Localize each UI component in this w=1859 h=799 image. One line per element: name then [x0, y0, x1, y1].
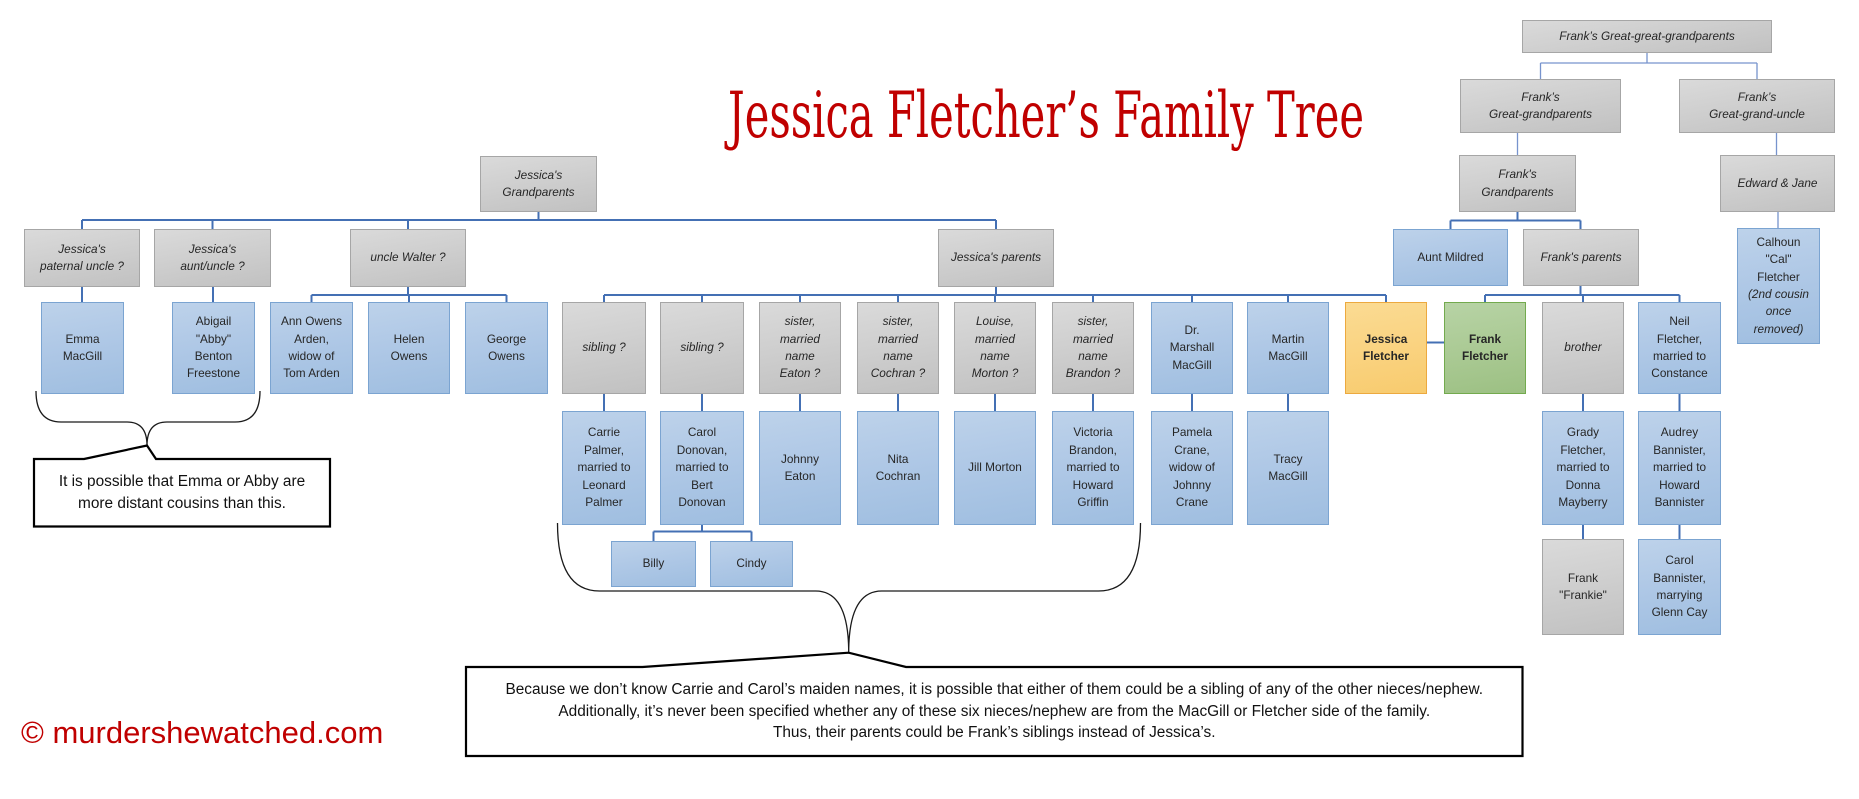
node-label: Frank "Frankie" [1559, 570, 1607, 602]
node-helen-owens: Helen Owens [368, 302, 450, 394]
node-sibling-1: sibling ? [562, 302, 646, 394]
node-label: Victoria Brandon, married to Howard Grif… [1066, 425, 1120, 510]
node-ann-owens-arden: Ann Owens Arden, widow of Tom Arden [270, 302, 353, 394]
node-franks-grandparents: Frank's Grandparents [1459, 155, 1576, 212]
node-label: Tracy MacGill [1268, 451, 1308, 483]
node-carol-bannister: Carol Bannister, marrying Glenn Cay [1638, 539, 1721, 635]
node-label: George Owens [486, 331, 527, 363]
node-franks-great-grand-uncle: Frank’s Great-grand-uncle [1679, 79, 1835, 133]
node-label: Dr. Marshall MacGill [1169, 322, 1215, 372]
node-label: Frank’s Great-great-grandparents [1559, 28, 1735, 43]
node-label: Frank’s Great-grand-uncle [1709, 89, 1805, 121]
node-emma-macgill: Emma MacGill [41, 302, 124, 394]
node-label: Calhoun "Cal" Fletcher [1756, 234, 1801, 284]
node-sister-eaton: sister, married name Eaton ? [759, 302, 841, 394]
node-tracy-macgill: Tracy MacGill [1247, 411, 1329, 525]
node-carrie-palmer: Carrie Palmer, married to Leonard Palmer [562, 411, 646, 525]
node-label: Johnny Eaton [780, 451, 820, 483]
node-sister-brandon: sister, married name Brandon ? [1052, 302, 1134, 394]
node-label: Carol Bannister, marrying Glenn Cay [1651, 553, 1708, 620]
node-audrey-bannister: Audrey Bannister, married to Howard Bann… [1638, 411, 1721, 525]
node-label: sister, married name Eaton ? [779, 314, 821, 381]
node-sibling-2: sibling ? [660, 302, 744, 394]
node-victoria-brandon: Victoria Brandon, married to Howard Grif… [1052, 411, 1134, 525]
node-label: Nita Cochran [875, 451, 921, 483]
node-label: Frank Fletcher [1462, 331, 1508, 363]
page-title: Jessica Fletcher’s Family Tree [728, 78, 1365, 153]
node-abigail-abby-benton-freestone: Abigail "Abby" Benton Freestone [172, 302, 255, 394]
callout-box [32, 444, 332, 528]
node-frank-frankie: Frank "Frankie" [1542, 539, 1624, 635]
node-uncle-walter: uncle Walter ? [350, 229, 466, 287]
node-label: Frank's parents [1540, 249, 1622, 264]
node-louise-morton: Louise, married name Morton ? [954, 302, 1036, 394]
node-grady-fletcher: Grady Fletcher, married to Donna Mayberr… [1542, 411, 1624, 525]
node-label: Louise, married name Morton ? [971, 314, 1019, 381]
curly-brace [35, 390, 261, 459]
node-label: Helen Owens [390, 331, 428, 363]
node-label: Jill Morton [968, 460, 1022, 475]
node-jessicas-paternal-uncle: Jessica's paternal uncle ? [24, 229, 140, 287]
node-label: Abigail "Abby" Benton Freestone [186, 314, 241, 381]
watermark-copyright: © murdershewatched.com [21, 715, 384, 750]
node-sister-cochran: sister, married name Cochran ? [857, 302, 939, 394]
node-label: Carrie Palmer, married to Leonard Palmer [577, 425, 631, 510]
node-martin-macgill: Martin MacGill [1247, 302, 1329, 394]
node-label: Billy [642, 556, 665, 571]
node-jessica-fletcher: Jessica Fletcher [1345, 302, 1427, 394]
node-cindy: Cindy [710, 541, 793, 587]
node-label: Frank's Grandparents [1481, 167, 1554, 199]
node-label: Frank’s Great-grandparents [1489, 89, 1592, 121]
node-dr-marshall-macgill: Dr. Marshall MacGill [1151, 302, 1233, 394]
node-sublabel: (2nd cousin once removed) [1748, 287, 1809, 336]
node-franks-parents: Frank's parents [1523, 229, 1639, 286]
node-label: uncle Walter ? [370, 250, 446, 265]
node-jessicas-parents: Jessica's parents [938, 229, 1054, 287]
node-label: Ann Owens Arden, widow of Tom Arden [281, 314, 342, 381]
node-label: sibling ? [582, 340, 626, 355]
callout-text-note-nieces-nephew: Because we don’t know Carrie and Carol’s… [505, 681, 1484, 742]
node-label: Jessica Fletcher [1363, 331, 1409, 363]
node-label: Cindy [736, 556, 767, 571]
node-billy: Billy [611, 541, 696, 587]
node-label: Martin MacGill [1268, 331, 1308, 363]
node-jessicas-aunt-uncle: Jessica's aunt/uncle ? [154, 229, 271, 287]
node-label: Grady Fletcher, married to Donna Mayberr… [1556, 425, 1610, 510]
node-calhoun-cal-fletcher: Calhoun "Cal" Fletcher(2nd cousin once r… [1737, 228, 1820, 344]
node-label: Pamela Crane, widow of Johnny Crane [1169, 425, 1215, 510]
node-franks-great-grandparents: Frank’s Great-grandparents [1460, 79, 1621, 133]
node-label: Jessica's aunt/uncle ? [180, 241, 245, 273]
node-label: Neil Fletcher, married to Constance [1651, 314, 1708, 381]
node-nita-cochran: Nita Cochran [857, 411, 939, 525]
node-neil-fletcher: Neil Fletcher, married to Constance [1638, 302, 1721, 394]
node-label: Aunt Mildred [1417, 249, 1484, 264]
node-label: sibling ? [680, 340, 724, 355]
node-franks-great-great-grandparents: Frank’s Great-great-grandparents [1522, 20, 1772, 53]
node-johnny-eaton: Johnny Eaton [759, 411, 841, 525]
node-label: Jessica's paternal uncle ? [40, 241, 124, 273]
node-label: Emma MacGill [62, 331, 103, 363]
curly-brace [556, 522, 1142, 666]
node-label: brother [1564, 340, 1602, 355]
node-label: sister, married name Brandon ? [1065, 314, 1121, 381]
node-pamela-crane: Pamela Crane, widow of Johnny Crane [1151, 411, 1233, 525]
node-george-owens: George Owens [465, 302, 548, 394]
node-brother: brother [1542, 302, 1624, 394]
node-jill-morton: Jill Morton [954, 411, 1036, 525]
node-label: Jessica's parents [950, 250, 1042, 265]
node-label: Edward & Jane [1737, 175, 1818, 190]
node-jessicas-grandparents: Jessica's Grandparents [480, 156, 597, 212]
node-edward-and-jane: Edward & Jane [1720, 155, 1835, 212]
node-label: Carol Donovan, married to Bert Donovan [675, 425, 729, 510]
node-frank-fletcher: Frank Fletcher [1444, 302, 1526, 394]
node-aunt-mildred: Aunt Mildred [1393, 229, 1508, 286]
node-label: sister, married name Cochran ? [870, 314, 926, 381]
node-label: Audrey Bannister, married to Howard Bann… [1652, 425, 1707, 510]
callout-text-note-emma-abby: It is possible that Emma or Abby are mor… [58, 473, 306, 512]
node-label: Jessica's Grandparents [502, 167, 575, 199]
node-carol-donovan: Carol Donovan, married to Bert Donovan [660, 411, 744, 525]
callout-box [464, 651, 1524, 758]
